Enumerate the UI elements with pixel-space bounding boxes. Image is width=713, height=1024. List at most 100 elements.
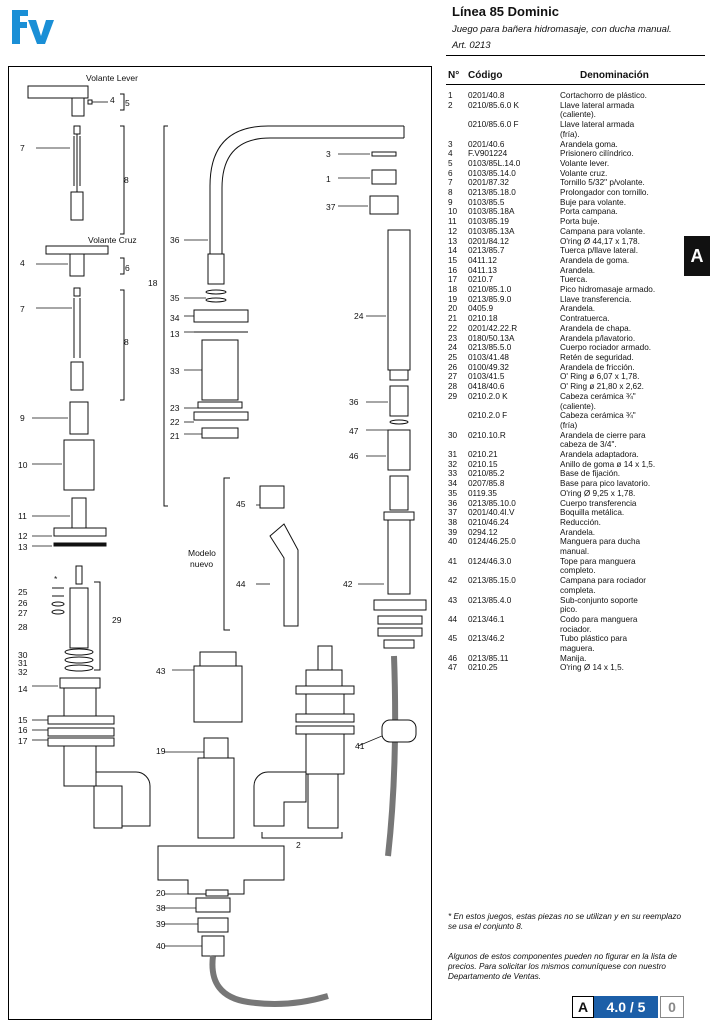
cell-desc: Tope para manguera (560, 556, 636, 566)
cell-code: 0213/46.2 (468, 634, 505, 644)
nuevo-label: nuevo (190, 559, 214, 569)
callout-20: 20 (156, 888, 166, 898)
callout-40: 40 (156, 941, 166, 951)
cell-no: 33 (448, 469, 458, 479)
cell-desc: completo. (560, 566, 596, 576)
cell-desc: (fría). (560, 129, 580, 139)
leader-lines (32, 101, 388, 947)
cell-desc: Cuerpo rociador armado. (560, 343, 652, 353)
cell-desc: Pico hidromasaje armado. (560, 285, 656, 295)
cell-desc: maguera. (560, 644, 595, 654)
callout-29: 29 (112, 615, 122, 625)
cell-desc: Tornillo 5/32" p/volante. (560, 178, 645, 188)
cell-desc: Cortachorro de plástico. (560, 91, 647, 100)
cabeza-ceramica-part (51, 565, 94, 672)
cell-code (468, 605, 560, 615)
callout-28: 28 (18, 622, 28, 632)
cell-no (448, 586, 468, 596)
cell-code: 0180/50.13A (468, 333, 515, 343)
callout-18: 18 (148, 278, 158, 288)
campana-part (53, 527, 107, 537)
cell-no: 1 (448, 91, 453, 100)
cell-no: 12 (448, 226, 458, 236)
cell-code: 0213/85.10.0 (468, 498, 516, 508)
table-row: (caliente). (448, 402, 682, 412)
cell-no: 3 (448, 139, 453, 149)
cell-no: 37 (448, 508, 458, 518)
callout-2: 2 (296, 840, 301, 850)
llave-lateral-left-part (47, 677, 151, 829)
cell-desc: pico. (560, 605, 578, 615)
cell-no: 20 (448, 304, 458, 314)
cell-desc: (caliente). (560, 110, 596, 120)
cell-no: 16 (448, 265, 458, 275)
cell-code: 0210.21 (468, 450, 498, 460)
cell-code: 0213/46.1 (468, 614, 505, 624)
cell-desc: Porta campana. (560, 207, 618, 217)
cell-code: 0213/85.15.0 (468, 576, 516, 586)
cell-no: 32 (448, 459, 458, 469)
star-marker: * (54, 574, 58, 584)
cell-no: 25 (448, 352, 458, 362)
cell-desc: Volante cruz. (560, 168, 608, 178)
cell-no: 24 (448, 343, 458, 353)
cell-code: 0210/85.6.0 F (468, 120, 519, 130)
cell-no: 45 (448, 634, 458, 644)
cell-desc: Arandela. (560, 527, 596, 537)
cell-code (468, 644, 560, 654)
cell-no: 10 (448, 207, 458, 217)
page-number: 4.0 / 5 (594, 996, 658, 1018)
callout-17: 17 (18, 736, 28, 746)
section-tab: A (684, 236, 710, 276)
callout-14: 14 (18, 684, 28, 694)
cell-code (468, 586, 560, 596)
cell-no: 17 (448, 275, 458, 285)
cell-desc: Base para pico lavatorio. (560, 479, 651, 489)
cell-desc: O' Ring ø 6,07 x 1,78. (560, 372, 640, 382)
cell-desc: Arandela de chapa. (560, 323, 632, 333)
table-row: cabeza de 3/4". (448, 440, 682, 450)
callout-7: 7 (20, 143, 25, 153)
table-row: (caliente). (448, 110, 682, 120)
cell-no (448, 130, 468, 140)
callout-21: 21 (170, 431, 180, 441)
cell-desc: Cuerpo transferencia (560, 498, 637, 508)
cell-desc: Porta buje. (560, 217, 600, 227)
cell-desc: Sub-conjunto soporte (560, 595, 638, 605)
cell-no: 8 (448, 188, 453, 198)
cell-no (448, 625, 468, 635)
cell-code (468, 402, 560, 412)
cell-desc: cabeza de 3/4". (560, 440, 617, 450)
callout-42: 42 (343, 579, 353, 589)
cell-no: 38 (448, 517, 458, 527)
callout-4: 4 (110, 95, 115, 105)
cell-no (448, 402, 468, 412)
cell-no (448, 440, 468, 450)
cell-code: 0103/41.48 (468, 352, 509, 362)
callout-31: 31 (18, 658, 28, 668)
cell-code: 0100/49.32 (468, 362, 509, 372)
cell-desc: Arandela p/lavatorio. (560, 333, 636, 343)
callout-33: 33 (170, 366, 180, 376)
cell-no: 27 (448, 372, 458, 382)
cell-code: 0103/85.19 (468, 217, 509, 227)
buje-part (69, 401, 89, 435)
cell-no: 19 (448, 294, 458, 304)
cell-no (448, 421, 468, 431)
